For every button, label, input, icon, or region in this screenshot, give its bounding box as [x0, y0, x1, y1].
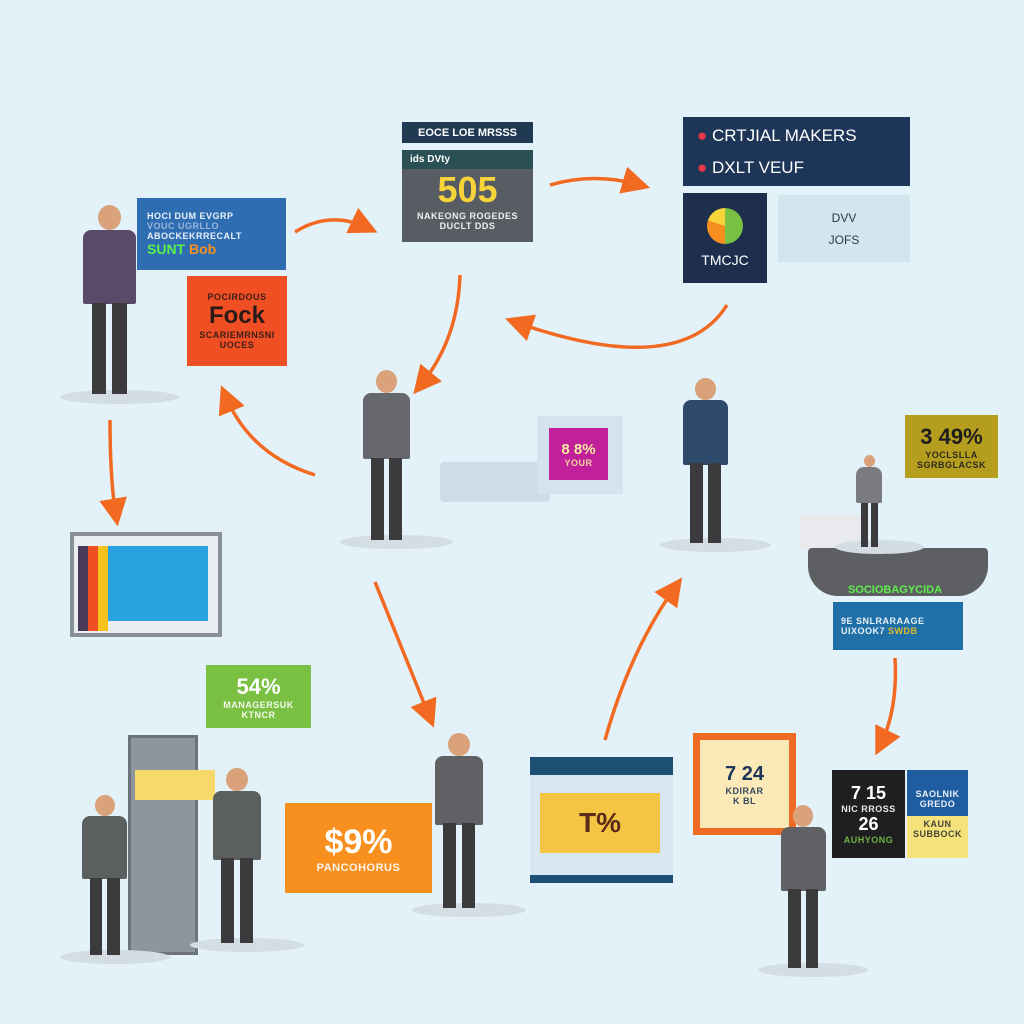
center-header: EOCE LOE MRSSS	[402, 122, 533, 143]
olive-stat-bubble: 3 49% YOCLSLLA SGRBGLACSK	[905, 415, 998, 478]
arrow	[505, 304, 729, 350]
storefront: T%	[530, 757, 673, 883]
arrow	[294, 207, 378, 234]
person-figure	[190, 768, 304, 952]
pie-chart-card: TMCJC	[683, 193, 767, 283]
person-figure	[340, 370, 453, 549]
arrow	[549, 166, 651, 194]
person-figure	[412, 733, 526, 917]
counter-info-card: 9E SNLRARAAGE UIXOOK7 SWDB	[833, 602, 963, 650]
person-figure	[835, 455, 924, 554]
navy-list-card: ● CRTJIAL MAKERS ● DXLT VEUF	[683, 117, 910, 186]
center-stat-card: ids DVty 505 NAKEONG ROGEDES DUCLT DDS	[402, 150, 533, 242]
magenta-stat-card: 8 8% YOUR	[549, 428, 608, 480]
orange-frame-bubble: 7 24 KDIRAR K BL	[693, 733, 796, 835]
arrow	[875, 657, 901, 756]
arrow	[218, 385, 316, 477]
counter-desk	[808, 548, 988, 596]
person-figure	[660, 378, 771, 552]
dark-stat-card: 7 15 NIC RROSS 26 AUHYONG	[832, 770, 905, 858]
projector-device	[440, 462, 550, 502]
person-figure	[60, 795, 170, 964]
blue-info-card: HOCI DUM EVGRP VOUC UGRLLO ABOCKEKRRECAL…	[137, 198, 286, 270]
orange-stat-card: $9% PANCOHORUS	[285, 803, 432, 893]
arrow	[373, 581, 437, 728]
arrow	[99, 419, 127, 527]
counter-sign: SOCIOBAGYCIDA	[847, 584, 943, 596]
pie-chart-icon	[707, 208, 743, 244]
arrow	[413, 274, 462, 395]
red-info-card: POCIRDOUS Fock SCARIEMRNSNI UOCES	[187, 276, 287, 366]
side-stat-card: SAOLNIK GREDO KAUN SUBBOCK	[907, 770, 968, 858]
light-info-card: DVV JOFS	[778, 195, 910, 262]
cabinet-folders	[135, 770, 215, 800]
green-stat-bubble: 54% MANAGERSUK KTNCR	[206, 665, 311, 728]
shelf-unit	[70, 532, 222, 637]
arrow	[603, 577, 683, 741]
person-figure	[758, 805, 869, 977]
person-figure	[60, 205, 179, 404]
